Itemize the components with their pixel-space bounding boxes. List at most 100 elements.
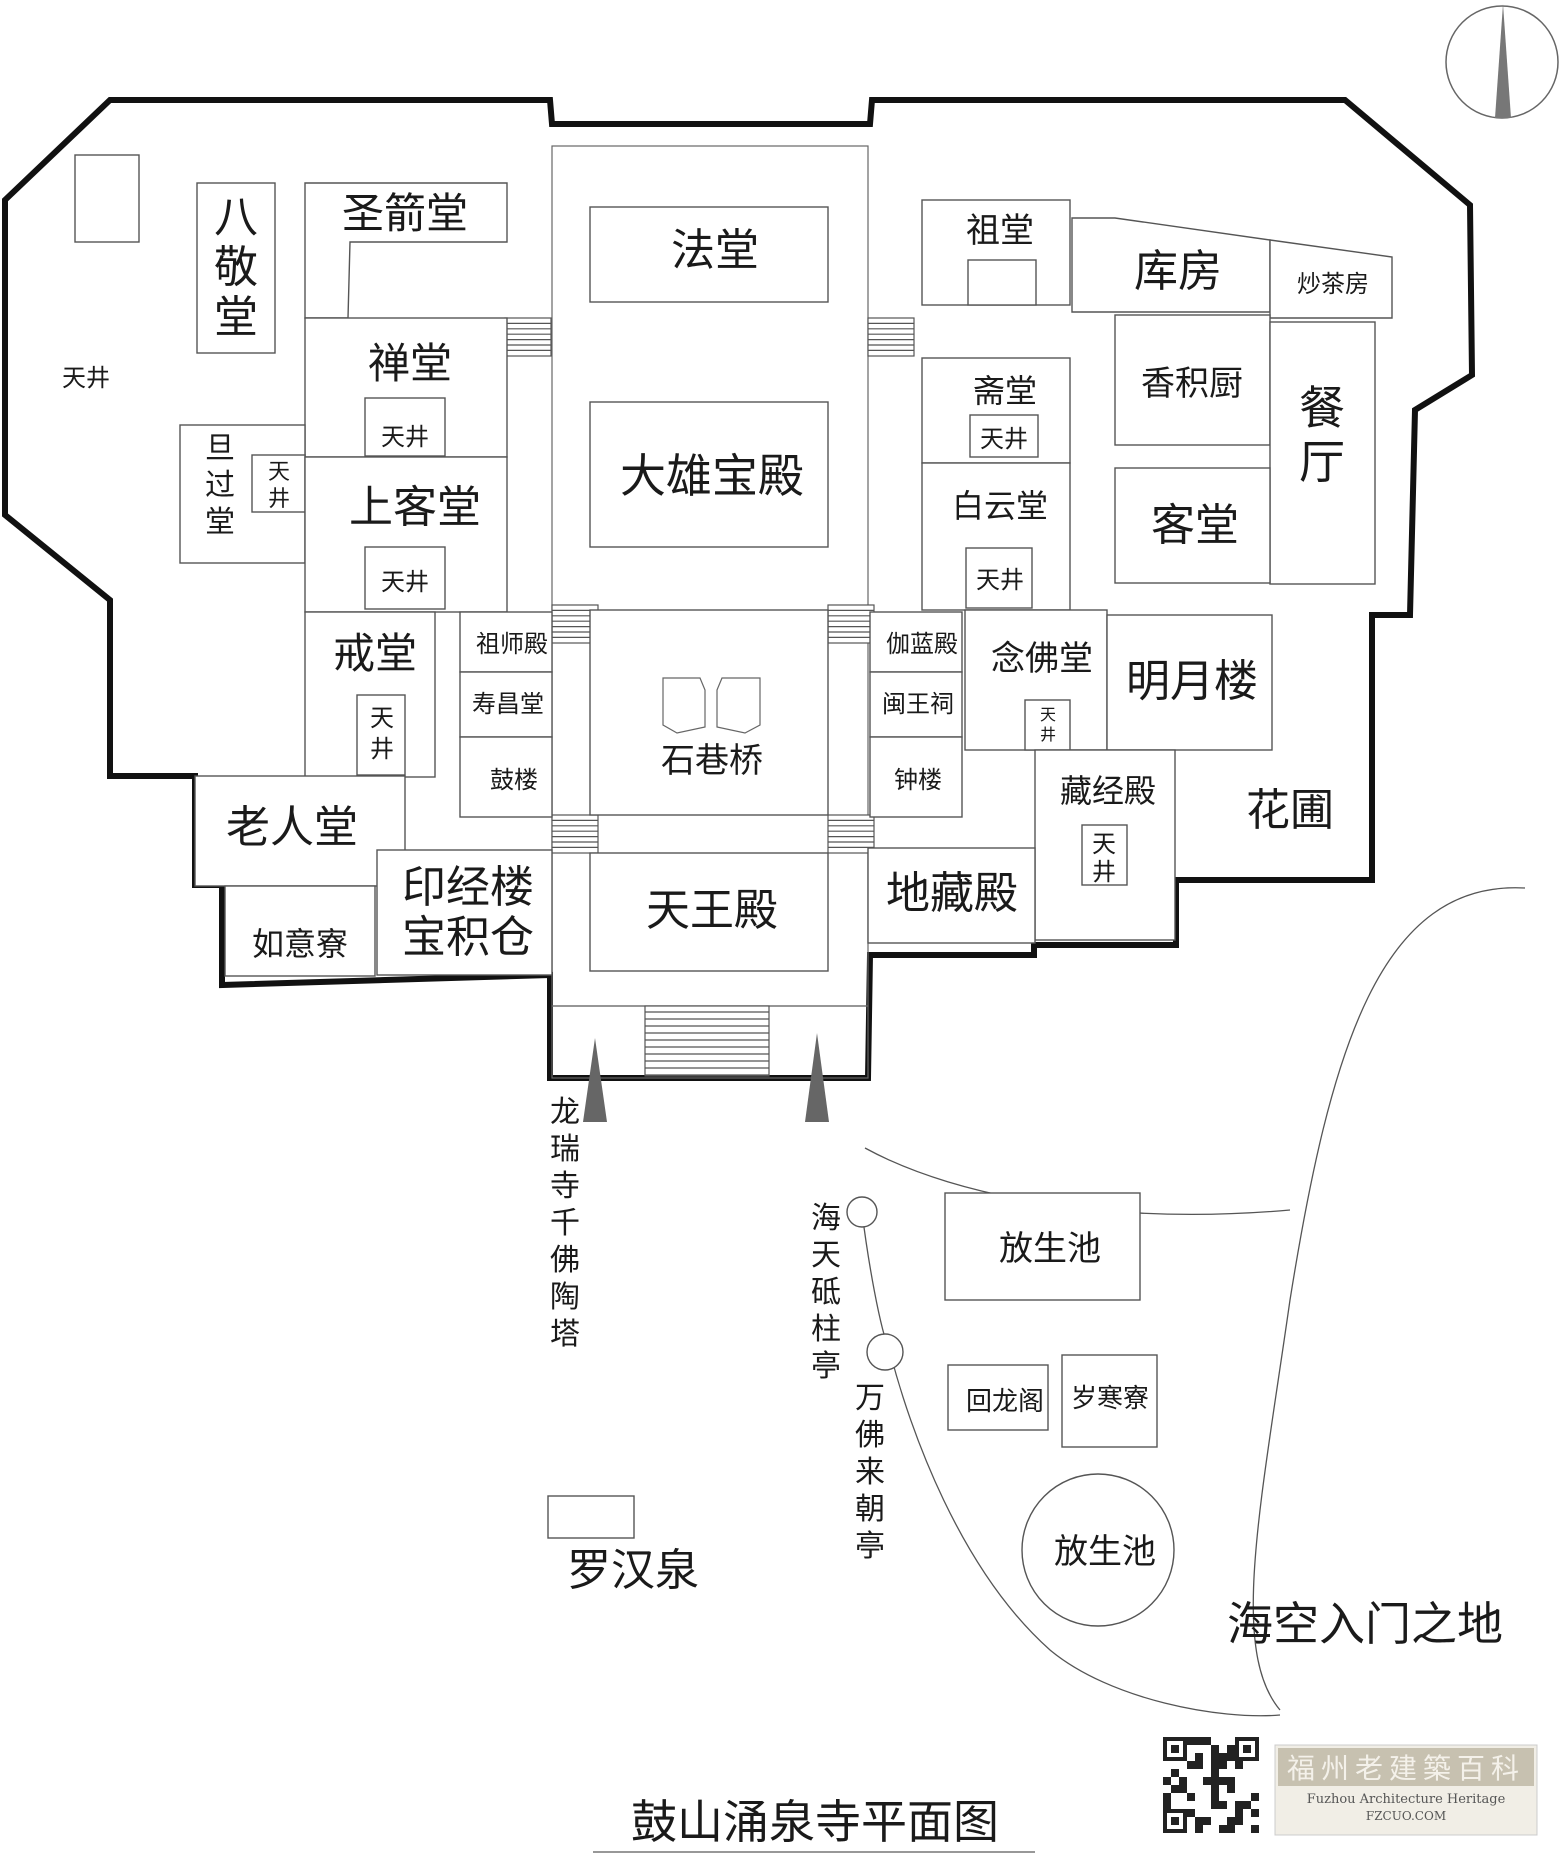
hall-shengjian: 圣箭堂 — [304, 182, 508, 319]
hall-laoren: 老人堂 — [194, 775, 406, 887]
flower-garden: 花圃 — [1246, 785, 1334, 836]
hall-tianwang: 天王殿 — [589, 852, 829, 972]
hall-ruyi: 如意寮 — [224, 885, 376, 977]
hall-nianfo-label: 念佛堂 — [991, 639, 1093, 679]
arhat-spring-label: 罗汉泉 — [567, 1545, 699, 1596]
danguo-courtyard-label: 天井 — [268, 460, 290, 512]
tea-room-label: 炒茶房 — [1297, 270, 1369, 298]
hall-zangjing-label: 藏经殿 — [1060, 772, 1156, 810]
hall-shangke-label: 上客堂 — [349, 482, 481, 533]
haitian-pavilion-icon — [846, 1196, 878, 1228]
kitchen-label: 香积厨 — [1141, 364, 1243, 404]
hall-zhaitang-label: 斋堂 — [973, 372, 1037, 410]
map-title: 鼓山涌泉寺平面图 — [631, 1795, 999, 1849]
hall-ruyi-label: 如意寮 — [252, 925, 348, 963]
release-pond-2-label: 放生池 — [1054, 1532, 1156, 1572]
hall-jietang: 戒堂 天井 — [304, 611, 436, 778]
release-pond-2: 放生池 — [1021, 1473, 1175, 1627]
hall-daxiong: 大雄宝殿 — [589, 401, 829, 548]
hall-baiyun-label: 白云堂 — [952, 487, 1048, 525]
release-pond-1: 放生池 — [944, 1192, 1141, 1301]
west-small-block — [74, 154, 140, 243]
arhat-spring: 罗汉泉 — [547, 1495, 699, 1596]
hall-minwang-label: 闽王祠 — [882, 690, 954, 718]
flower-garden-label: 花圃 — [1246, 785, 1334, 836]
reception-hall: 客堂 — [1114, 467, 1271, 584]
drum-tower: 鼓楼 — [459, 736, 553, 818]
pavilion-huilong: 回龙阁 — [947, 1364, 1049, 1431]
hall-suihan-label: 岁寒寮 — [1071, 1384, 1149, 1414]
hall-zutang-label: 祖堂 — [966, 211, 1034, 251]
hall-daxiong-label: 大雄宝殿 — [620, 449, 804, 503]
dining-hall: 餐厅 — [1269, 321, 1376, 585]
hall-shouchang-label: 寿昌堂 — [472, 690, 544, 718]
hall-shengjian-label: 圣箭堂 — [342, 189, 468, 238]
hall-shouchang: 寿昌堂 — [459, 671, 553, 738]
dining-hall-label: 餐厅 — [1299, 381, 1345, 489]
stone-bridge-label: 石巷桥 — [661, 741, 763, 781]
hall-yinjing-baoji: 印经楼 宝积仓 — [376, 849, 553, 976]
watermark-brand: 福州老建築百科 — [1287, 1752, 1525, 1785]
haitian-pavilion-label: 海天砥柱亭 — [811, 1201, 841, 1384]
watermark-english: Fuzhou Architecture Heritage — [1307, 1792, 1506, 1807]
hall-minwang: 闽王祠 — [869, 671, 963, 738]
hall-jietang-label: 戒堂 — [333, 629, 417, 678]
bell-tower-label: 钟楼 — [894, 766, 942, 794]
reception-hall-label: 客堂 — [1151, 500, 1239, 551]
nianfo-courtyard-label: 天井 — [1040, 705, 1056, 744]
longrui-pagoda-label: 龙瑞寺千佛陶塔 — [550, 1095, 580, 1352]
hall-zushi: 祖师殿 — [459, 611, 553, 673]
hall-fatang-label: 法堂 — [671, 225, 759, 276]
hall-laoren-label: 老人堂 — [226, 802, 358, 853]
hall-suihan: 岁寒寮 — [1061, 1354, 1158, 1448]
hall-dizang-label: 地藏殿 — [886, 868, 1018, 919]
hall-qielan-label: 伽蓝殿 — [886, 630, 958, 658]
zangjing-courtyard-label: 天井 — [1092, 830, 1116, 886]
hall-nianfo: 念佛堂 天井 — [964, 609, 1108, 751]
zhaitang-courtyard-label: 天井 — [980, 425, 1028, 453]
hall-tianwang-label: 天王殿 — [646, 885, 778, 936]
pavilion-path — [861, 1211, 1281, 1717]
watermark-site: FZCUO.COM — [1366, 1809, 1446, 1823]
hall-yinjing-label: 印经楼 — [402, 862, 534, 913]
hall-bajing: 八敬堂 — [196, 182, 276, 354]
wanfo-pavilion-icon — [866, 1333, 904, 1371]
watermark-logo: 福州老建築百科 Fuzhou Architecture Heritage FZC… — [1274, 1744, 1538, 1836]
storehouse: 库房 — [1071, 217, 1271, 313]
haikong-gate-label: 海空入门之地 — [1227, 1597, 1503, 1651]
hall-zhaitang: 斋堂 天井 — [921, 357, 1071, 464]
hall-dizang: 地藏殿 — [867, 847, 1036, 944]
hall-chantang: 禅堂 天井 — [304, 317, 508, 458]
entrance-stairs — [644, 1005, 770, 1077]
baiyun-courtyard-label: 天井 — [976, 566, 1024, 594]
stone-bridge: 石巷桥 — [589, 609, 829, 816]
release-pond-1-label: 放生池 — [999, 1229, 1101, 1269]
hall-zutang: 祖堂 — [921, 199, 1071, 306]
jietang-courtyard-label: 天井 — [370, 704, 394, 763]
hall-mingyue: 明月楼 — [1106, 614, 1273, 751]
hall-danguo: 旦过堂 天井 — [179, 424, 306, 564]
hall-baoji-label: 宝积仓 — [402, 912, 534, 963]
hall-qielan: 伽蓝殿 — [869, 611, 963, 673]
hall-fatang: 法堂 — [589, 206, 829, 303]
qr-code-icon — [1163, 1737, 1259, 1833]
hall-mingyue-label: 明月楼 — [1126, 656, 1258, 707]
hall-zushi-label: 祖师殿 — [476, 630, 548, 658]
bridge-right-block — [716, 677, 761, 734]
drum-tower-label: 鼓楼 — [490, 766, 538, 794]
chantang-courtyard-label: 天井 — [381, 423, 429, 451]
north-arrow-icon — [1445, 4, 1559, 119]
temple-outer-wall — [2, 97, 1476, 1081]
storehouse-label: 库房 — [1134, 246, 1222, 297]
east-path — [1252, 887, 1526, 1711]
pagoda-markers — [583, 1033, 829, 1122]
hall-danguo-label: 旦过堂 — [205, 431, 235, 540]
pavilion-huilong-label: 回龙阁 — [966, 1387, 1044, 1417]
shangke-courtyard-label: 天井 — [381, 568, 429, 596]
hall-baiyun: 白云堂 天井 — [921, 462, 1071, 611]
hall-bajing-label: 八敬堂 — [214, 192, 258, 343]
hall-chantang-label: 禅堂 — [368, 339, 452, 388]
west-courtyard-label: 天井 — [62, 364, 110, 392]
hall-shangke: 上客堂 天井 — [304, 456, 508, 613]
